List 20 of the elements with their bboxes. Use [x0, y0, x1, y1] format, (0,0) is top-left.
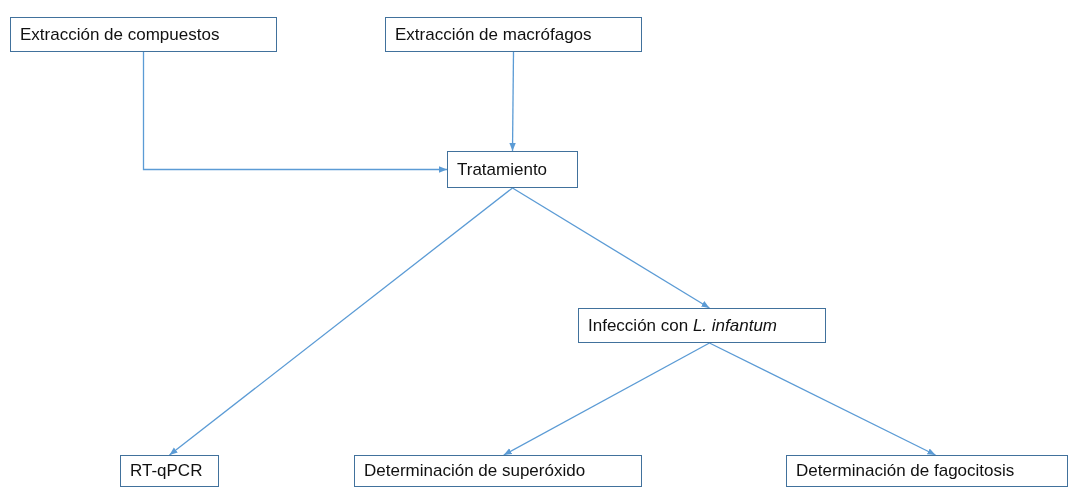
process-box [786, 455, 1068, 487]
arrow [168, 187, 514, 456]
arrow [509, 51, 516, 152]
process-box [578, 308, 826, 343]
arrow [142, 51, 448, 173]
process-box [385, 17, 642, 52]
process-box [120, 455, 219, 487]
box-label: Determinación de fagocitosis [796, 461, 1015, 481]
box-label: Tratamiento [457, 159, 548, 180]
box-label: Determinación de superóxido [364, 461, 586, 481]
arrow [708, 342, 937, 456]
arrow [503, 342, 711, 456]
process-box [10, 17, 277, 52]
box-label: Extracción de macrófagos [395, 24, 592, 45]
process-box [354, 455, 642, 487]
box-label: RT-qPCR [130, 461, 203, 481]
arrow [511, 187, 711, 309]
box-label: Extracción de compuestos [20, 24, 220, 45]
process-box [447, 151, 578, 188]
box-label: Infección con L. infantum [588, 315, 777, 336]
